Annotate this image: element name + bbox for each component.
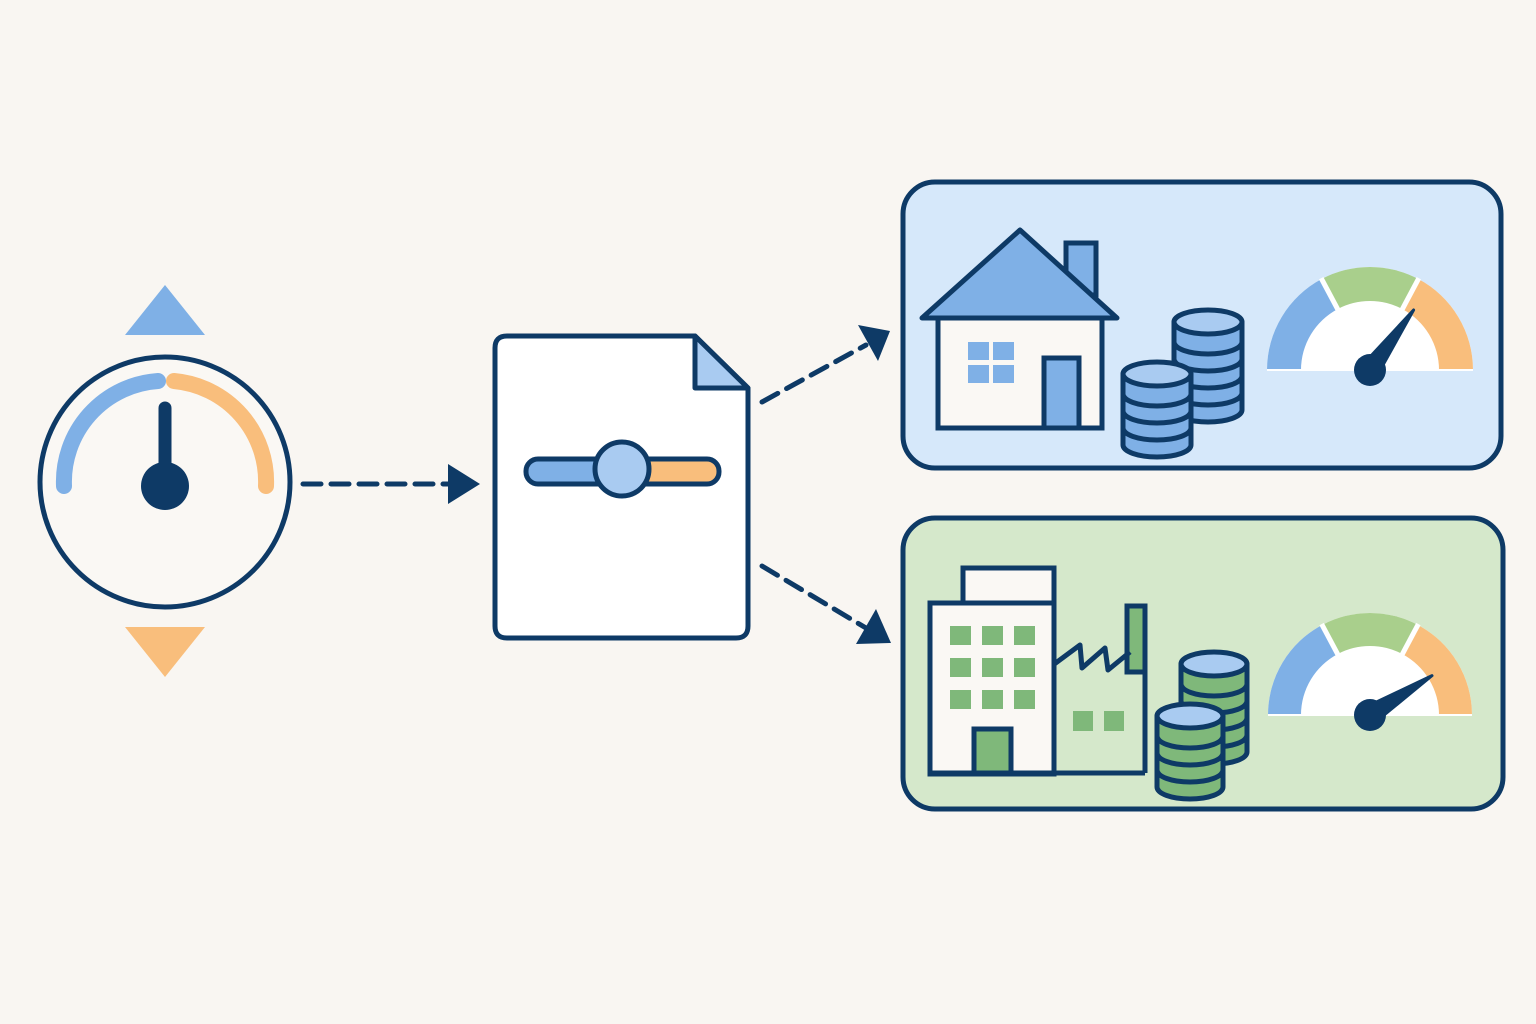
coin-stack-icon: [1120, 307, 1245, 460]
coin-stack-icon: [1154, 649, 1250, 802]
dial-gauge-icon: [37, 354, 293, 610]
triangle-down-icon: [125, 627, 205, 677]
factory-icon: [1051, 603, 1148, 773]
coin-stack: [1120, 359, 1194, 460]
document-slider-icon: [492, 333, 751, 641]
residential-panel: [900, 179, 1504, 471]
coin-stack: [1154, 701, 1226, 802]
office-building-icon: [927, 565, 1145, 777]
arrow-document-to-residential: [759, 325, 890, 405]
speedometer-icon: [1267, 267, 1473, 386]
house-icon: [919, 227, 1120, 431]
dial-control: [37, 285, 293, 677]
speedometer-icon: [1268, 612, 1472, 731]
arrow-document-to-commercial: [759, 563, 891, 644]
triangle-up-icon: [125, 285, 205, 335]
arrow-dial-to-document: [300, 464, 480, 504]
slider: [523, 439, 722, 499]
slider-knob: [592, 439, 652, 499]
commercial-panel: [900, 515, 1506, 812]
